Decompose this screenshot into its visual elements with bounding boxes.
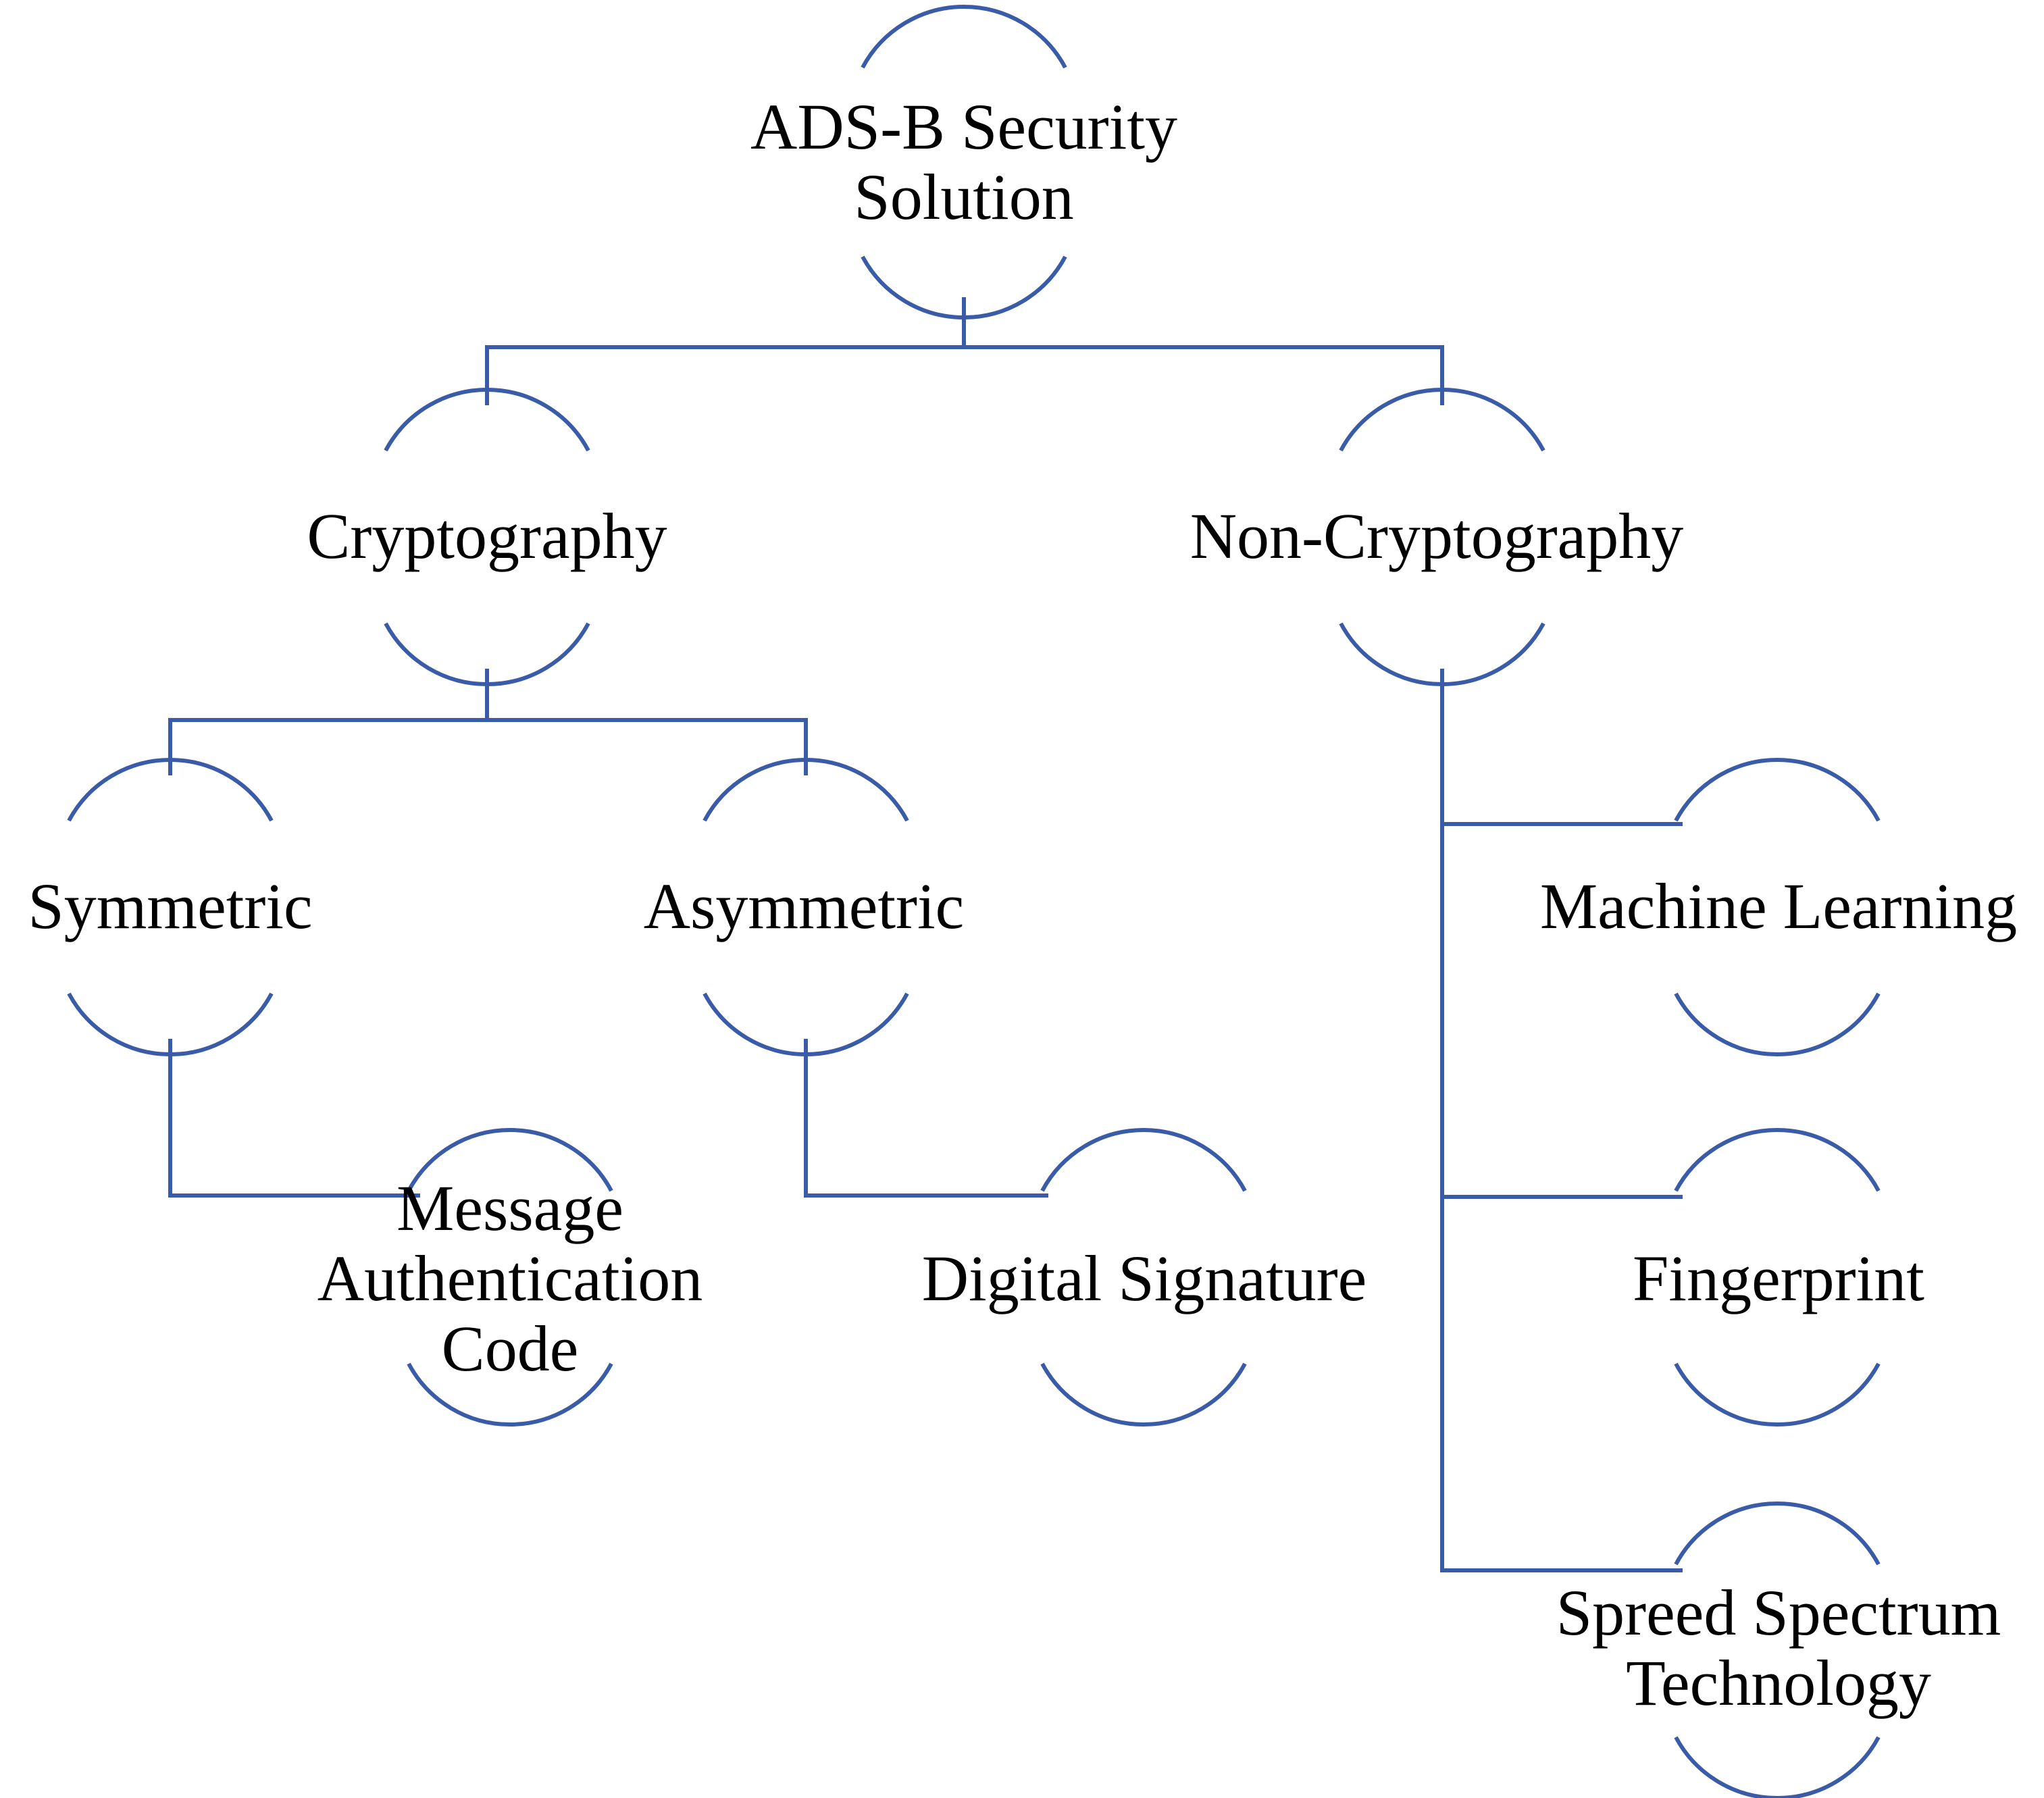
node-shape-asymmetric: [702, 758, 909, 1056]
node-arc-top: [1040, 1128, 1247, 1192]
node-shape-message-authentication-code: [407, 1128, 613, 1427]
node-shape-non-cryptography: [1339, 388, 1545, 686]
node-label-line: Asymmetric: [643, 870, 965, 942]
node-label-line: Code: [441, 1312, 579, 1385]
node-arc-top: [407, 1128, 613, 1192]
node-label-root: ADS-B Security Solution: [750, 92, 1177, 232]
node-arc-top: [384, 388, 590, 452]
edge-asymmetric-to-digital-signature: [804, 1039, 1048, 1198]
node-label-symmetric: Symmetric: [28, 871, 312, 942]
node-arc-top: [1674, 1501, 1881, 1566]
node-label-asymmetric: Asymmetric: [644, 871, 965, 942]
node-arc-bottom: [384, 622, 590, 686]
node-shape-spreed-spectrum-technology: [1674, 1501, 1881, 1798]
node-label-line: Machine Learning: [1539, 870, 2018, 942]
node-shape-root: [861, 5, 1067, 319]
node-arc-top: [702, 758, 909, 822]
node-arc-bottom: [1674, 992, 1881, 1056]
node-arc-bottom: [861, 255, 1067, 319]
node-label-line: Spreed Spectrum: [1556, 1576, 2001, 1649]
node-shape-symmetric: [67, 758, 274, 1056]
node-label-non-cryptography: Non-Cryptography: [1190, 501, 1684, 571]
node-label-fingerprint: Fingerprint: [1633, 1243, 1924, 1314]
node-shape-machine-learning: [1674, 758, 1881, 1056]
node-arc-bottom: [702, 992, 909, 1056]
node-shape-cryptography: [384, 388, 590, 686]
node-label-line: Solution: [854, 161, 1074, 233]
node-label-cryptography: Cryptography: [307, 501, 667, 571]
node-label-line: ADS-B Security: [750, 91, 1177, 163]
node-arc-top: [1674, 758, 1881, 822]
node-arc-bottom: [1674, 1736, 1881, 1798]
node-label-line: Technology: [1626, 1647, 1931, 1719]
edge-symmetric-to-message-authentication-code: [168, 1039, 420, 1198]
node-arc-bottom: [1339, 622, 1545, 686]
edge-cryptography-to-asymmetric: [487, 718, 808, 775]
edge-root-to-cryptography: [485, 297, 966, 405]
node-shape-fingerprint: [1674, 1128, 1881, 1427]
node-arc-top: [1674, 1128, 1881, 1192]
node-label-message-authentication-code: Message Authentication Code: [317, 1173, 703, 1384]
node-arc-top: [1339, 388, 1545, 452]
edge-cryptography-to-symmetric: [168, 669, 489, 775]
node-label-spreed-spectrum-technology: Spreed Spectrum Technology: [1556, 1578, 2001, 1718]
node-shape-digital-signature: [1040, 1128, 1247, 1427]
node-arc-top: [67, 758, 274, 822]
node-label-line: Message: [397, 1172, 623, 1244]
node-label-line: Non-Cryptography: [1190, 500, 1684, 572]
node-label-digital-signature: Digital Signature: [922, 1243, 1367, 1314]
node-arc-top: [861, 5, 1067, 69]
node-arc-bottom: [1040, 1362, 1247, 1427]
node-label-line: Authentication: [317, 1242, 703, 1314]
node-label-line: Fingerprint: [1633, 1242, 1924, 1314]
node-label-line: Digital Signature: [921, 1242, 1367, 1314]
node-arc-bottom: [407, 1362, 613, 1427]
edge-root-to-non-cryptography: [964, 345, 1444, 405]
node-label-line: Cryptography: [307, 500, 667, 572]
node-arc-bottom: [67, 992, 274, 1056]
node-arc-bottom: [1674, 1362, 1881, 1427]
node-label-line: Symmetric: [28, 870, 313, 942]
node-label-machine-learning: Machine Learning: [1540, 871, 2017, 942]
